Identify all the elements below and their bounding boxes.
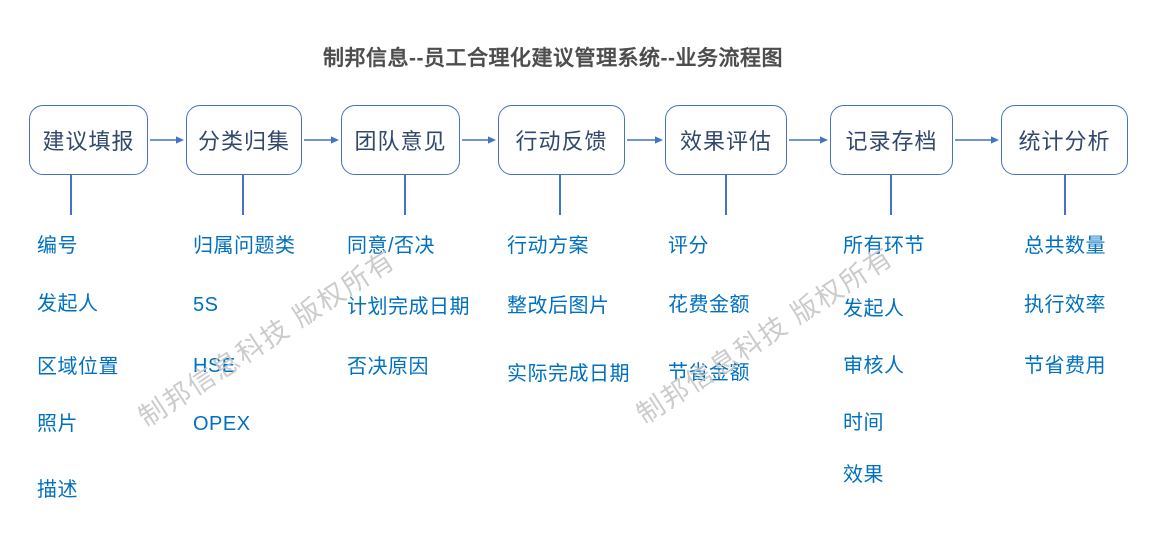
item-label: 发起人 [843, 298, 905, 320]
flow-arrow-icon [789, 136, 828, 144]
flow-arrow-icon [150, 136, 184, 144]
stage-box: 效果评估 [665, 105, 787, 175]
item-label: 花费金额 [668, 294, 750, 316]
stage-box: 建议填报 [29, 105, 148, 175]
item-label: 效果 [843, 464, 884, 486]
flow-arrow-icon [462, 136, 496, 144]
watermark: 制邦信息科技 版权所有 [133, 244, 402, 433]
item-label: 时间 [843, 412, 884, 434]
item-label: 计划完成日期 [347, 296, 470, 318]
item-label: 归属问题类 [193, 235, 296, 257]
connector-line [725, 175, 727, 215]
item-label: 实际完成日期 [507, 363, 630, 385]
item-label: 编号 [37, 235, 78, 257]
item-label: 行动方案 [507, 235, 589, 257]
item-label: 总共数量 [1024, 235, 1106, 257]
page-title: 制邦信息--员工合理化建议管理系统--业务流程图 [323, 47, 783, 70]
flow-arrow-icon [627, 136, 663, 144]
flow-arrow-icon [304, 136, 339, 144]
connector-line [1064, 175, 1066, 215]
stage-label: 统计分析 [1018, 129, 1111, 154]
flow-arrow-icon [955, 136, 999, 144]
connector-line [890, 175, 892, 215]
item-label: 同意/否决 [347, 235, 436, 257]
stage-box: 行动反馈 [498, 105, 625, 175]
connector-line [70, 175, 72, 215]
stage-label: 记录存档 [845, 129, 938, 154]
item-label: OPEX [193, 413, 251, 435]
stage-box: 分类归集 [186, 105, 302, 175]
item-label: 所有环节 [843, 235, 925, 257]
item-label: 执行效率 [1024, 294, 1106, 316]
connector-line [404, 175, 406, 215]
item-label: 否决原因 [347, 356, 429, 378]
item-label: 整改后图片 [507, 295, 610, 317]
item-label: 区域位置 [37, 356, 119, 378]
item-label: HSE [193, 355, 236, 377]
item-label: 节省费用 [1024, 355, 1106, 377]
stage-label: 建议填报 [42, 129, 135, 154]
connector-line [559, 175, 561, 215]
connector-line [242, 175, 244, 215]
item-label: 节省金额 [668, 362, 750, 384]
stage-label: 行动反馈 [515, 129, 608, 154]
stage-label: 团队意见 [354, 129, 447, 154]
item-label: 审核人 [843, 355, 905, 377]
stage-box: 记录存档 [830, 105, 953, 175]
item-label: 照片 [37, 413, 78, 435]
stage-box: 统计分析 [1001, 105, 1128, 175]
item-label: 描述 [37, 479, 78, 501]
stage-box: 团队意见 [341, 105, 460, 175]
stage-label: 分类归集 [197, 129, 290, 154]
item-label: 评分 [668, 235, 709, 257]
item-label: 发起人 [37, 293, 99, 315]
item-label: 5S [193, 294, 219, 316]
stage-label: 效果评估 [679, 129, 772, 154]
